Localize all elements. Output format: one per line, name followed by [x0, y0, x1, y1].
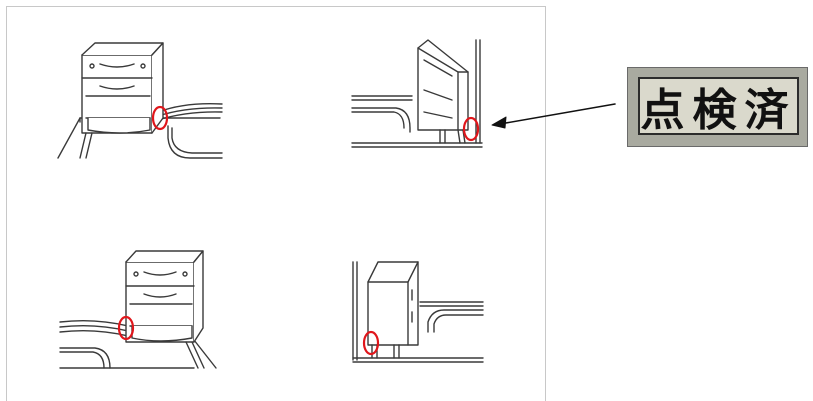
- inspection-label-frame: 点検済: [638, 77, 799, 136]
- highlight-circle: [362, 330, 380, 356]
- illustration-side-right: [351, 39, 483, 148]
- illustration-side-left: [352, 261, 484, 363]
- highlight-circle: [117, 315, 135, 341]
- highlight-circle: [151, 105, 169, 131]
- inspection-label: 点検済: [627, 67, 808, 147]
- pointer-arrow: [491, 103, 616, 129]
- illustration-front-right: [59, 250, 217, 369]
- highlight-circle: [462, 116, 480, 142]
- illustration-front-left: [57, 42, 223, 159]
- inspection-label-text: 点検済: [640, 85, 797, 136]
